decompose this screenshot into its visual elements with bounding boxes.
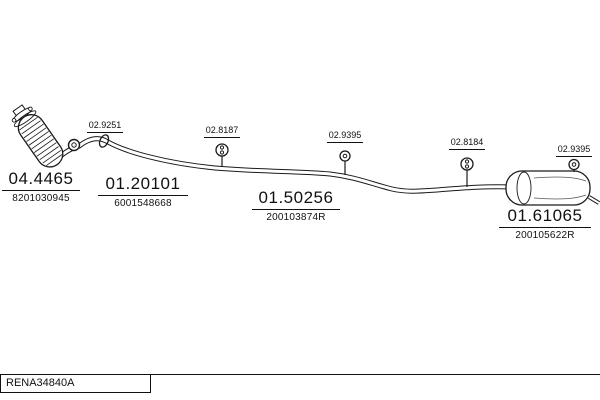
part-code-link[interactable]: 01.20101 (98, 174, 188, 196)
mount-code-link[interactable]: 02.8187 (204, 125, 240, 139)
part-code-link[interactable]: 01.50256 (252, 188, 340, 210)
mount-label-1: 02.9251 (87, 120, 123, 134)
mount-label-5: 02.9395 (556, 144, 592, 158)
ref-code-box: RENA34840A (0, 374, 151, 393)
mount-code-link[interactable]: 02.9395 (327, 130, 363, 144)
part-label-middle-pipe: 01.50256 200103874R (252, 188, 340, 223)
part-label-rear-muffler: 01.61065 200105622R (499, 206, 591, 241)
part-oem-ref: 200103874R (266, 211, 326, 223)
catalytic-converter-drawing (11, 104, 64, 168)
exhaust-pipe-drawing (76, 136, 513, 194)
mount-code-link[interactable]: 02.9395 (556, 144, 592, 158)
ring-hanger-icon (339, 150, 351, 175)
footer-divider (0, 374, 600, 375)
mount-code-link[interactable]: 02.8184 (449, 137, 485, 151)
part-oem-ref: 6001548668 (114, 197, 172, 209)
mount-label-3: 02.9395 (327, 130, 363, 144)
ref-code: RENA34840A (6, 377, 75, 389)
part-code-link[interactable]: 04.4465 (2, 169, 80, 191)
mount-label-2: 02.8187 (204, 125, 240, 139)
part-label-front-pipe: 01.20101 6001548668 (98, 174, 188, 209)
ring-hanger-icon (568, 158, 580, 172)
rear-muffler-drawing (505, 170, 600, 206)
part-code-link[interactable]: 01.61065 (499, 206, 591, 228)
part-oem-ref: 200105622R (515, 229, 575, 241)
hanger-icon (215, 143, 229, 166)
mount-label-4: 02.8184 (449, 137, 485, 151)
part-oem-ref: 8201030945 (12, 192, 70, 204)
mount-code-link[interactable]: 02.9251 (87, 120, 123, 134)
hanger-icon (460, 157, 474, 187)
gasket-ring-drawing (67, 138, 81, 152)
clamp-icon (98, 134, 110, 148)
part-label-catalytic-converter: 04.4465 8201030945 (2, 169, 80, 204)
